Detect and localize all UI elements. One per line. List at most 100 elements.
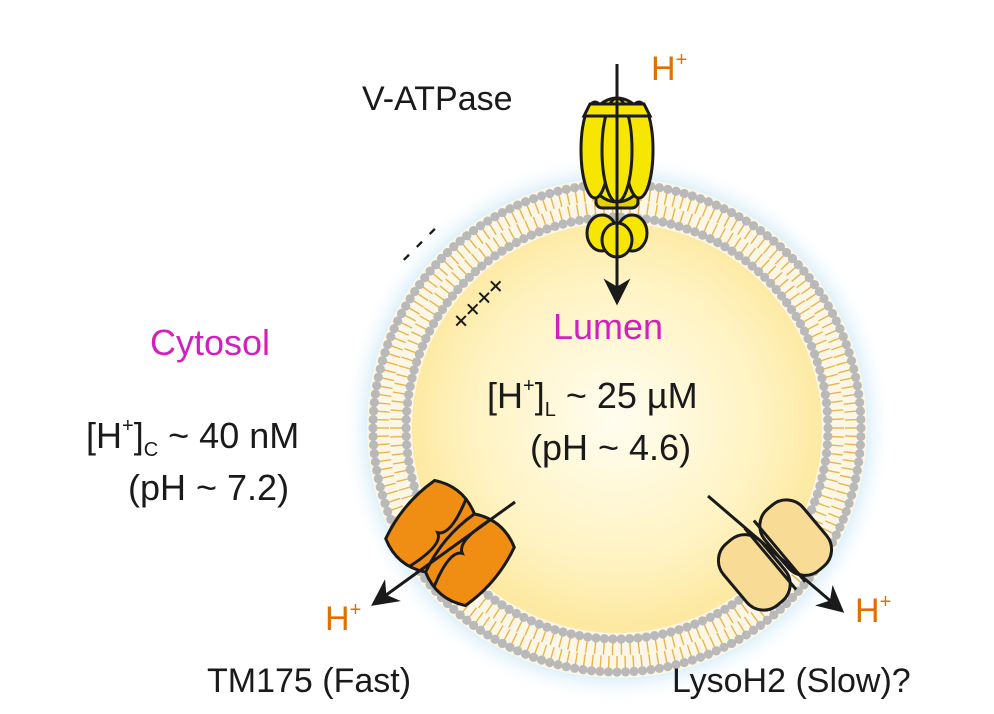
lipid-head — [386, 331, 396, 342]
lipid-head — [561, 662, 571, 672]
lipid-head — [821, 448, 832, 458]
lipid-head — [819, 294, 829, 304]
lipid-head — [468, 225, 479, 236]
lipid-head — [599, 634, 610, 644]
lipid-head — [369, 397, 379, 408]
lumen-ph: (pH ~ 4.6) — [530, 427, 691, 468]
lipid-head — [505, 642, 515, 652]
lipid-head — [442, 247, 453, 258]
lipid-head — [852, 381, 862, 391]
lipid-head — [497, 638, 508, 649]
lipid-head — [776, 291, 787, 301]
lipid-head — [513, 646, 523, 656]
lipid-head — [695, 194, 706, 204]
lipid-head — [368, 406, 379, 416]
lipid-head — [372, 381, 382, 391]
lipid-head — [817, 473, 827, 483]
lipid-head — [458, 278, 469, 288]
lipid-head — [411, 357, 422, 367]
lipid-head — [765, 278, 776, 288]
lipid-head — [586, 666, 597, 676]
lipid-head — [425, 266, 435, 276]
lipid-head — [633, 633, 643, 643]
cytosol-ph: (pH ~ 7.2) — [128, 467, 289, 508]
lipid-head — [687, 655, 698, 665]
lipid-head — [854, 457, 864, 467]
lipid-head — [815, 481, 825, 491]
lipid-head — [815, 365, 825, 375]
lipid-head — [856, 423, 866, 433]
cytosol-concentration: [H+]C ~ 40 nM — [86, 415, 299, 461]
lipid-head — [810, 497, 820, 507]
lipid-head — [462, 231, 472, 241]
lipid-head — [682, 224, 692, 234]
lipid-head — [821, 398, 832, 408]
lipid-head — [414, 349, 424, 359]
lipid-head — [823, 423, 833, 433]
lipid-head — [553, 186, 563, 196]
lipid-head — [781, 247, 792, 258]
lipid-head — [475, 625, 486, 635]
lysoh2-proton-label: H+ — [855, 591, 891, 630]
lipid-head — [851, 372, 861, 382]
lipid-head — [420, 273, 430, 283]
lipid-head — [497, 246, 507, 256]
lipid-head — [483, 256, 493, 266]
lipid-head — [654, 663, 664, 673]
lipid-head — [511, 608, 521, 619]
lipid-head — [405, 294, 415, 304]
lipid-head — [819, 465, 829, 475]
lipid-head — [369, 448, 379, 459]
lipid-head — [711, 646, 721, 656]
lipid-head — [741, 256, 751, 266]
lumen-label: Lumen — [553, 306, 663, 347]
lipid-head — [370, 457, 380, 467]
lipid-head — [407, 373, 417, 383]
lipid-head — [608, 634, 618, 644]
lipid-head — [856, 414, 866, 425]
lipid-head — [483, 216, 493, 226]
lipid-head — [760, 272, 770, 282]
lipid-head — [519, 612, 529, 622]
lipid-head — [386, 514, 396, 525]
lipid-head — [431, 260, 441, 270]
lipid-head — [433, 311, 443, 322]
lipid-head — [835, 522, 845, 532]
lipid-head — [490, 251, 500, 261]
lipid-head — [490, 212, 500, 222]
lipid-head — [734, 212, 744, 222]
lipid-head — [542, 622, 552, 632]
lipid-head — [401, 415, 411, 425]
lipid-head — [368, 431, 378, 442]
lipid-head — [595, 666, 605, 677]
lipid-head — [690, 227, 700, 237]
lysoh2-label: LysoH2 (Slow)? — [672, 662, 911, 700]
lipid-head — [402, 406, 412, 416]
lipid-head — [705, 612, 715, 622]
cytosol-label: Cytosol — [150, 322, 270, 363]
lipid-head — [528, 652, 539, 662]
lipid-head — [747, 261, 757, 271]
tm175-proton-label: H+ — [325, 599, 361, 638]
lipid-head — [566, 217, 576, 227]
lipid-head — [414, 279, 425, 290]
lysoh2-channel-icon — [716, 498, 834, 612]
lipid-head — [624, 634, 635, 644]
lipid-head — [705, 234, 715, 244]
lipid-head — [823, 415, 833, 425]
lumen-interior — [412, 223, 822, 633]
lipid-head — [849, 364, 859, 374]
lipid-head — [727, 246, 737, 256]
lipid-head — [558, 627, 568, 637]
lipid-head — [679, 657, 689, 668]
lipid-head — [827, 308, 838, 319]
lipid-head — [769, 236, 779, 246]
lipid-head — [389, 324, 399, 334]
lipid-head — [741, 216, 751, 226]
lipid-head — [711, 200, 721, 210]
lipid-head — [377, 356, 388, 366]
lipid-head — [462, 615, 472, 625]
lipid-head — [380, 498, 390, 509]
lipid-head — [616, 634, 626, 644]
lipid-head — [682, 622, 692, 632]
